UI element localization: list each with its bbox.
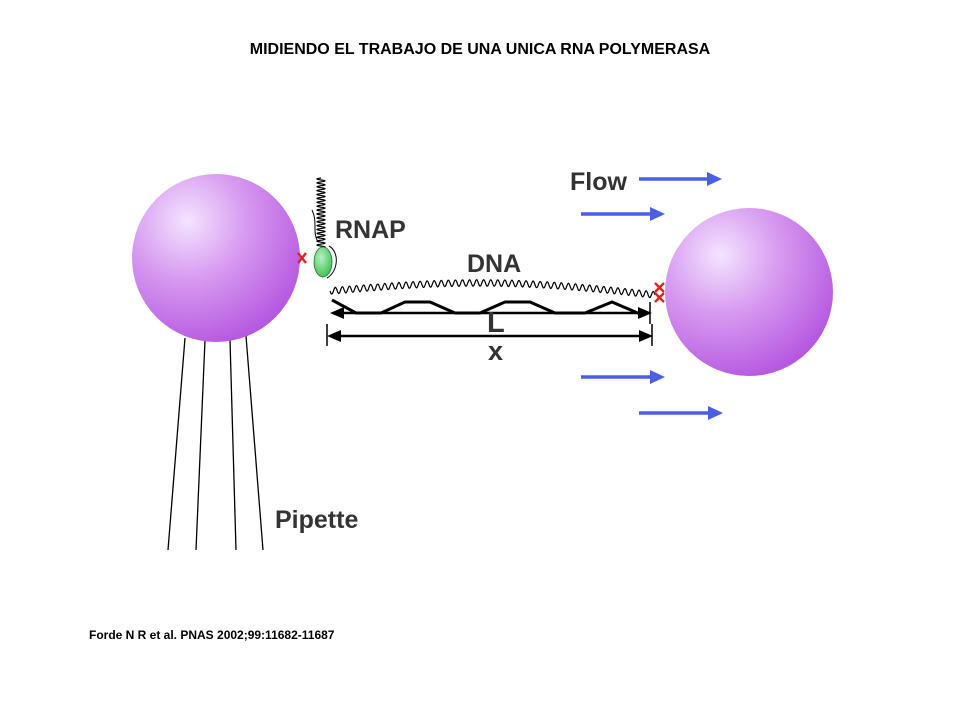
dna-tether: [329, 278, 656, 299]
pipette-label: Pipette: [275, 506, 358, 534]
right-bead: [665, 208, 833, 376]
length-dimension-arrow: [330, 302, 652, 324]
rnap-clamp: [326, 245, 337, 279]
rna-tail: [311, 209, 319, 243]
flow-arrow: [639, 406, 723, 420]
right-attachment: [654, 282, 665, 303]
dna-label: DNA: [467, 250, 521, 278]
flow-arrows: [581, 172, 723, 420]
flow-arrow: [581, 370, 665, 384]
left-attachment: [297, 252, 307, 264]
slide-title: MIDIENDO EL TRABAJO DE UNA UNICA RNA POL…: [249, 41, 711, 58]
pipette: [167, 335, 264, 551]
flow-arrow: [639, 172, 722, 186]
flow-arrow: [581, 207, 665, 221]
rnap-label: RNAP: [335, 216, 406, 244]
extension-label: x: [488, 336, 503, 366]
left-bead: [132, 174, 300, 342]
extension-dimension-arrow: [326, 324, 653, 346]
rna-transcript: [315, 177, 327, 249]
rnap-enzyme: [313, 246, 333, 278]
flow-label: Flow: [570, 168, 627, 196]
length-label: L: [487, 307, 505, 339]
citation: Forde N R et al. PNAS 2002;99:11682-1168…: [89, 628, 335, 642]
